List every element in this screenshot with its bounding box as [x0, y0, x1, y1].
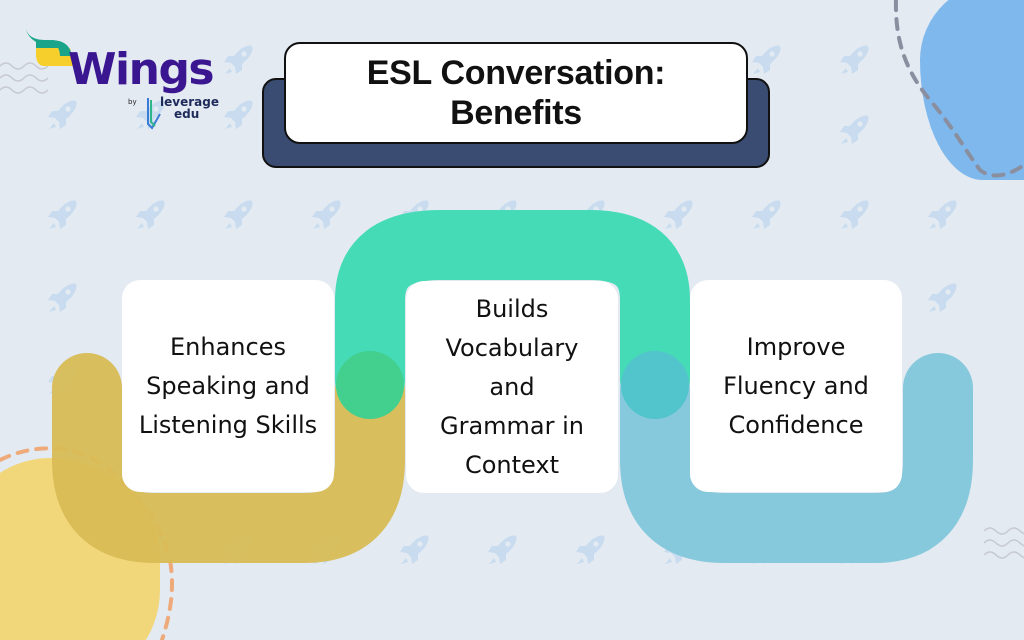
benefit-line: Grammar in [439, 411, 584, 440]
benefit-line: Confidence [728, 410, 864, 439]
benefit-line: Builds [475, 294, 549, 323]
leverage-edu-logo-icon [147, 98, 161, 130]
edu-text: edu [174, 107, 200, 121]
benefit-line: Vocabulary [445, 333, 579, 362]
benefit-card-vocabulary-grammar: Builds Vocabulary and Grammar in Context [406, 281, 618, 493]
wings-logo-icon [26, 26, 74, 66]
yellow-connector [52, 353, 405, 563]
wings-logo-text: Wings [68, 44, 215, 95]
title-line-2: Benefits [450, 94, 582, 132]
benefit-text: Builds Vocabulary and Grammar in Context [440, 290, 584, 485]
benefit-line: Enhances [170, 332, 286, 361]
logo-by-text: by [128, 98, 137, 106]
benefit-line: Context [464, 450, 559, 479]
wavy-lines-left-icon [0, 62, 49, 94]
benefit-card-speaking-listening: Enhances Speaking and Listening Skills [122, 280, 334, 492]
leverage-text: leverage [160, 95, 219, 109]
benefit-line: Improve [746, 332, 846, 361]
title-banner: ESL Conversation: Benefits [284, 42, 748, 144]
benefit-text: Improve Fluency and Confidence [723, 328, 869, 445]
benefit-line: Listening Skills [138, 410, 318, 439]
green-connector [335, 210, 690, 415]
benefit-line: Fluency and [723, 371, 869, 400]
joint-left [336, 351, 404, 419]
joint-right [621, 351, 689, 419]
benefit-line: and [489, 372, 535, 401]
blue-connector [620, 353, 973, 563]
benefit-line: Speaking and [146, 371, 310, 400]
title-line-1: ESL Conversation: [366, 54, 666, 92]
benefit-card-fluency-confidence: Improve Fluency and Confidence [690, 280, 902, 492]
benefit-text: Enhances Speaking and Listening Skills [139, 328, 317, 445]
